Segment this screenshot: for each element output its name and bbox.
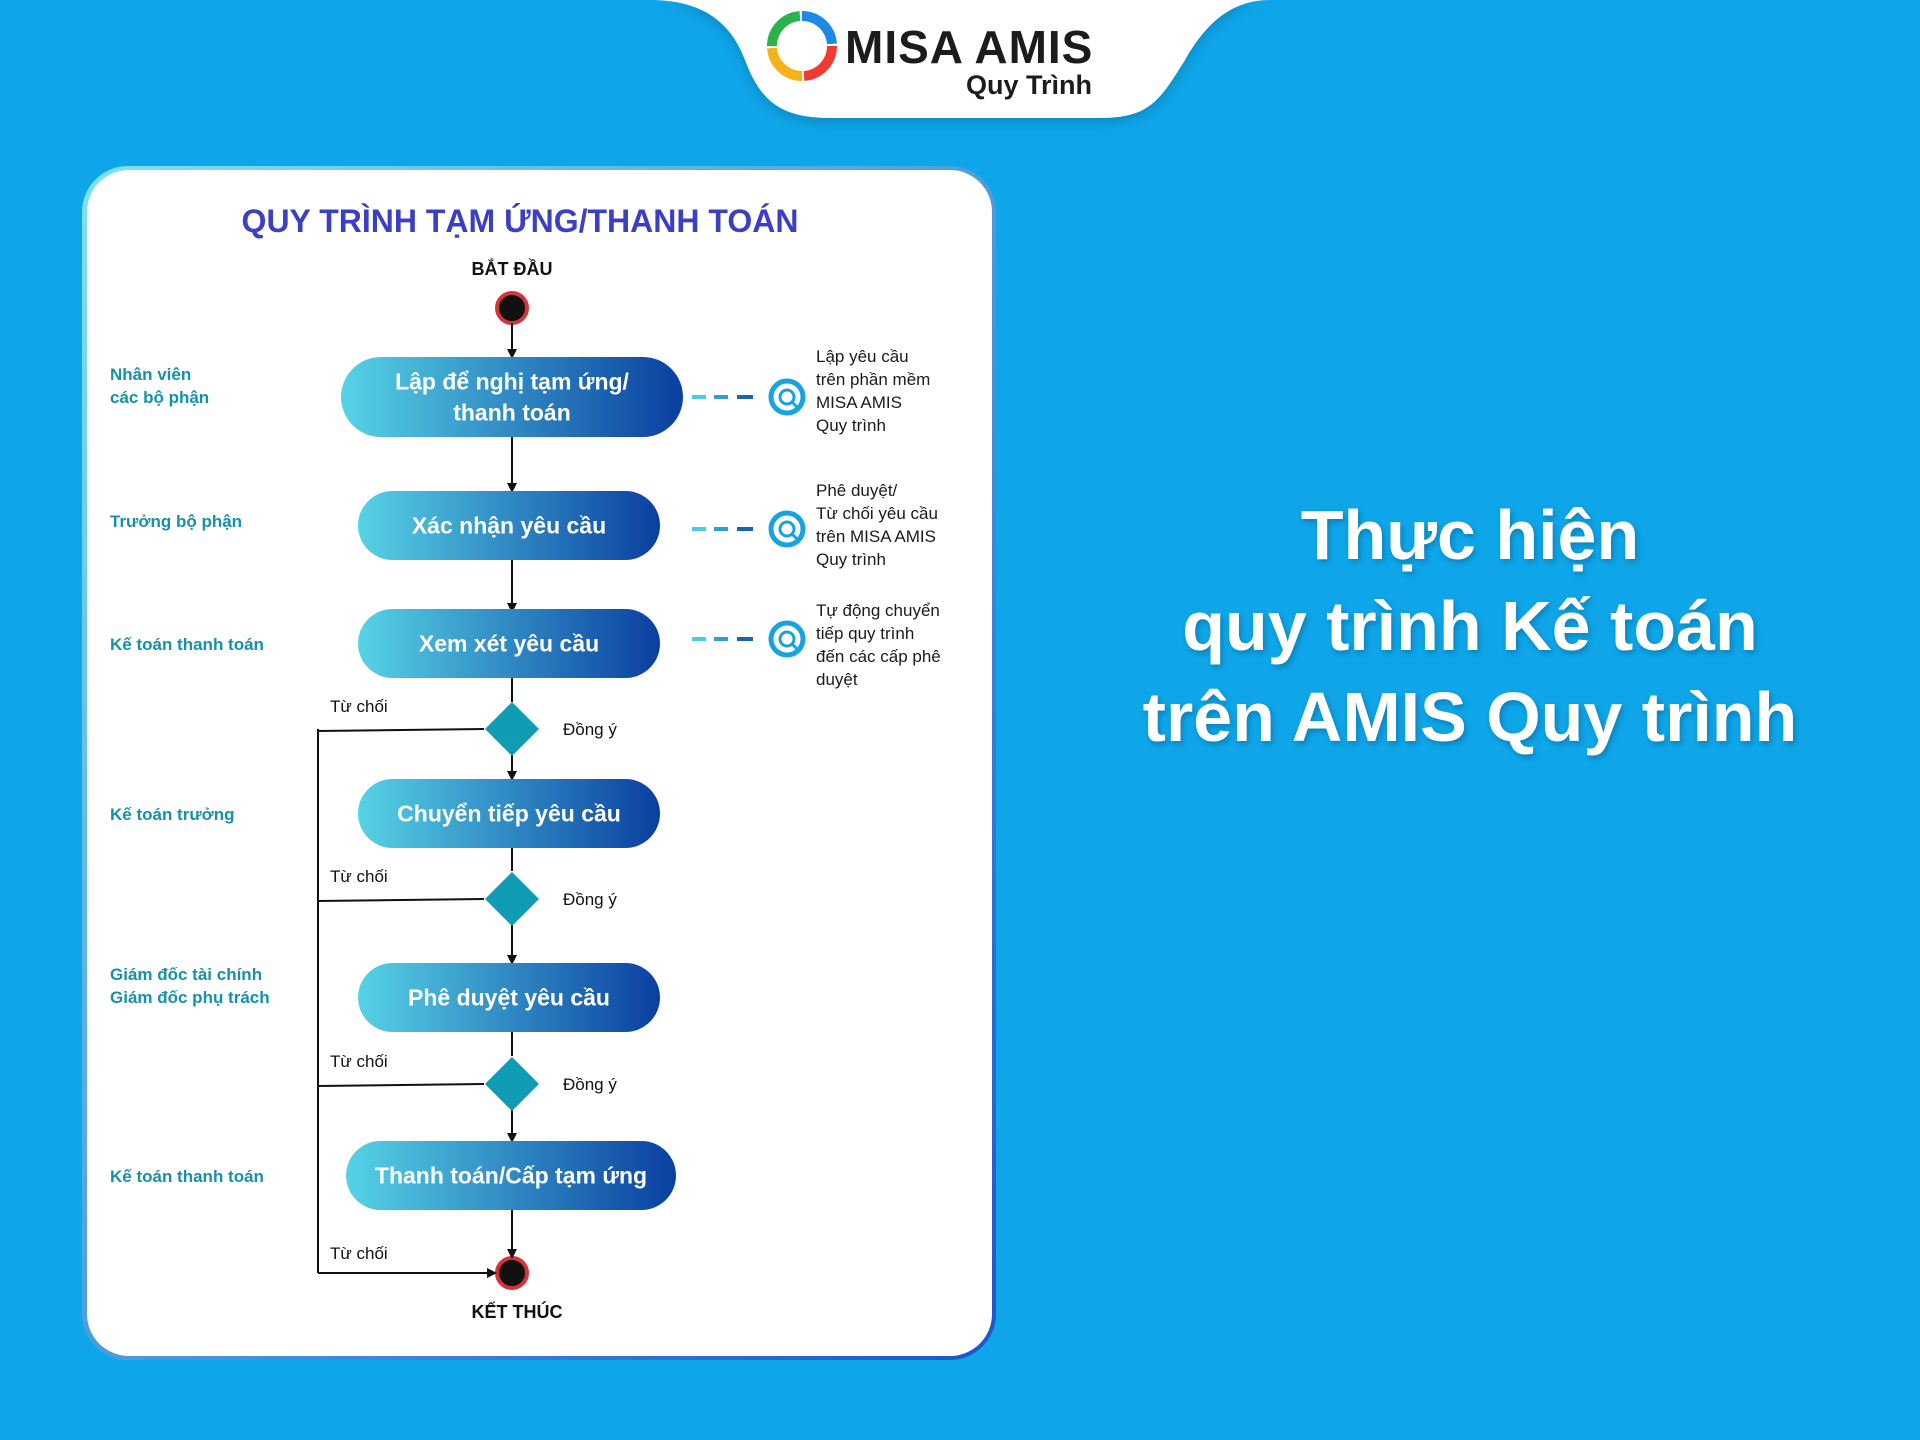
headline-line-3: trên AMIS Quy trình: [1142, 678, 1798, 756]
decision-approve-label: Đồng ý: [563, 720, 617, 739]
process-step-label: Lập để nghị tạm ứng/thanh toán: [395, 369, 629, 426]
process-step-label: Thanh toán/Cấp tạm ứng: [375, 1163, 647, 1189]
misa-q-icon: [768, 378, 806, 416]
process-step-shape: [358, 609, 660, 678]
decision-approve-label: Đồng ý: [563, 890, 617, 909]
decision-approve-label: Đồng ý: [563, 1075, 617, 1094]
final-reject-label: Từ chối: [330, 1244, 388, 1263]
process-step-1: Lập để nghị tạm ứng/thanh toán: [341, 357, 683, 437]
decision-reject-label: Từ chối: [330, 697, 388, 716]
process-step-label: Xem xét yêu cầu: [419, 631, 599, 657]
start-node: [495, 291, 529, 325]
process-step-shape: [358, 963, 660, 1032]
flow-connectors: [317, 323, 513, 1274]
misa-q-icon: [768, 620, 806, 658]
process-step-3: Xem xét yêu cầu: [358, 609, 660, 678]
process-step-shape: [346, 1141, 676, 1210]
diagram-card: [82, 166, 996, 1360]
decision-diamond: [485, 1057, 539, 1111]
process-step-label: Chuyển tiếp yêu cầu: [397, 801, 621, 827]
logo-tab: [650, 0, 1270, 118]
role-label-2: Trưởng bộ phận: [110, 512, 242, 531]
process-step-4: Chuyển tiếp yêu cầu: [358, 779, 660, 848]
misa-q-icon: [768, 510, 806, 548]
role-label-6: Kế toán thanh toán: [110, 1167, 264, 1186]
decision-reject-label: Từ chối: [330, 867, 388, 886]
process-step-label: Xác nhận yêu cầu: [412, 513, 606, 539]
brand-name: MISA AMIS: [845, 21, 1093, 73]
process-step-6: Thanh toán/Cấp tạm ứng: [346, 1141, 676, 1210]
arrow-heads: [487, 349, 517, 1278]
role-label-4: Kế toán trưởng: [110, 805, 235, 824]
headline-line-1: Thực hiện: [1300, 496, 1640, 574]
process-step-shape: [341, 357, 683, 437]
brand-logo: MISA AMIS Quy Trình: [650, 0, 1270, 118]
decision-diamond: [485, 702, 539, 756]
process-step-shape: [358, 779, 660, 848]
card-body: [87, 170, 992, 1356]
decision-diamond: [485, 872, 539, 926]
process-step-label: Phê duyệt yêu cầu: [408, 985, 610, 1011]
logo-mark-icon: [767, 11, 837, 81]
decision-reject-label: Từ chối: [330, 1052, 388, 1071]
brand-product: Quy Trình: [966, 70, 1092, 100]
end-label: KẾT THÚC: [472, 1301, 563, 1322]
process-step-shape: [358, 491, 660, 560]
start-label: BẮT ĐẦU: [472, 258, 553, 279]
headline-line-2: quy trình Kế toán: [1182, 587, 1758, 665]
diagram-title: QUY TRÌNH TẠM ỨNG/THANH TOÁN: [242, 203, 799, 239]
end-node: [495, 1256, 529, 1290]
headline: Thực hiện quy trình Kế toán trên AMIS Qu…: [1060, 490, 1880, 763]
role-label-3: Kế toán thanh toán: [110, 635, 264, 654]
process-step-2: Xác nhận yêu cầu: [358, 491, 660, 560]
process-step-5: Phê duyệt yêu cầu: [358, 963, 660, 1032]
